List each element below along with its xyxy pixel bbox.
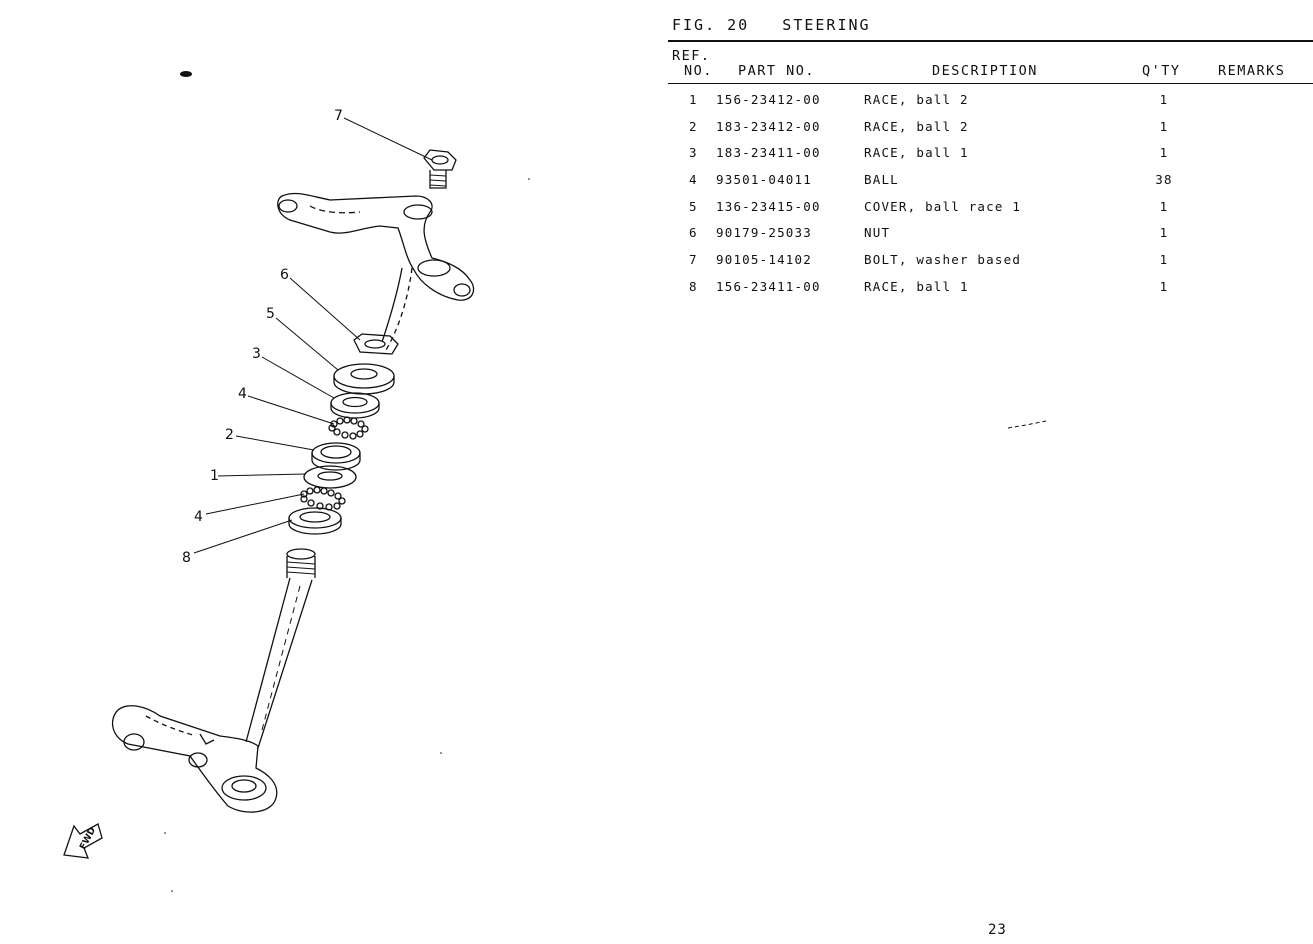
description: RACE, ball 1: [864, 145, 969, 161]
header-remarks: REMARKS: [1218, 63, 1286, 79]
part-number: 183-23411-00: [716, 145, 821, 161]
upper-bracket-hole: [278, 199, 298, 213]
callout-5: 5: [266, 306, 275, 322]
ref-number: 4: [689, 172, 698, 188]
callout-7: 7: [334, 108, 343, 124]
part-number: 156-23411-00: [716, 278, 821, 294]
quantity: 1: [1159, 198, 1169, 214]
header-rule: [668, 83, 1313, 84]
description: NUT: [864, 225, 891, 241]
ref-number: 5: [689, 198, 698, 214]
part-number: 183-23412-00: [716, 118, 821, 134]
part-number: 90105-14102: [716, 252, 812, 268]
ref-number: 8: [689, 278, 698, 294]
table-row: 1 156-23412-00 RACE, ball 2 1: [668, 88, 1313, 115]
ref-number: 2: [689, 118, 698, 134]
quantity: 1: [1159, 92, 1169, 107]
header-qty: Q'TY: [1142, 63, 1181, 79]
table-row: 2 183-23412-00 RACE, ball 2 1: [668, 115, 1313, 142]
callout-4-upper: 4: [238, 386, 247, 402]
scan-mark: [1007, 420, 1047, 429]
cover: [333, 363, 395, 395]
callout-4-lower: 4: [194, 509, 203, 525]
description: BALL: [864, 172, 899, 188]
leader-lines: [193, 117, 433, 554]
callout-8: 8: [182, 550, 191, 566]
title-rule: [668, 40, 1313, 42]
table-row: 5 136-23415-00 COVER, ball race 1 1: [668, 195, 1313, 222]
parts-table: 1 156-23412-00 RACE, ball 2 1 2 183-2341…: [668, 88, 1313, 302]
lower-bracket: [111, 705, 278, 813]
quantity: 1: [1159, 225, 1169, 241]
part-number: 90179-25033: [716, 225, 812, 241]
description: COVER, ball race 1: [864, 198, 1022, 214]
quantity: 1: [1159, 145, 1169, 161]
description: RACE, ball 2: [864, 92, 969, 107]
steering-stem: [245, 548, 316, 749]
callout-2: 2: [225, 427, 234, 443]
table-row: 3 183-23411-00 RACE, ball 1 1: [668, 141, 1313, 168]
fwd-label: FWD: [78, 826, 98, 851]
quantity: 1: [1159, 278, 1169, 294]
fwd-arrow-icon: [63, 823, 103, 859]
part-number: 136-23415-00: [716, 198, 821, 214]
header-ref-line1: REF.: [672, 48, 711, 64]
race: [303, 465, 357, 489]
ref-number: 7: [689, 252, 698, 268]
ball-ring: [328, 416, 369, 440]
ref-number: 1: [689, 92, 698, 107]
upper-bracket-hole: [403, 204, 433, 220]
ball-ring: [300, 486, 346, 511]
table-row: 7 90105-14102 BOLT, washer based 1: [668, 248, 1313, 275]
upper-bracket-hole: [453, 283, 471, 297]
race: [311, 442, 361, 471]
part-number: 156-23412-00: [716, 92, 821, 107]
page-number: 23: [988, 922, 1007, 938]
race: [330, 392, 380, 419]
callout-3: 3: [252, 346, 261, 362]
table-row: 6 90179-25033 NUT 1: [668, 221, 1313, 248]
ref-number: 6: [689, 225, 698, 241]
header-description: DESCRIPTION: [932, 63, 1038, 79]
quantity: 1: [1159, 118, 1169, 134]
upper-bracket-hole: [417, 259, 451, 277]
upper-bracket: [277, 192, 475, 301]
header-part-no: PART NO.: [738, 63, 816, 79]
quantity: 1: [1159, 252, 1169, 268]
scan-speck: [164, 71, 530, 892]
race: [288, 507, 342, 535]
bolt: [423, 149, 457, 189]
description: RACE, ball 2: [864, 118, 969, 134]
header-ref-line2: NO.: [684, 63, 713, 79]
table-row: 8 156-23411-00 RACE, ball 1 1: [668, 275, 1313, 302]
description: BOLT, washer based: [864, 252, 1022, 268]
part-number: 93501-04011: [716, 172, 812, 188]
nut: [353, 333, 399, 355]
description: RACE, ball 1: [864, 278, 969, 294]
table-row: 4 93501-04011 BALL 38: [668, 168, 1313, 195]
steering-exploded-diagram: 7 6 5 3 4 2 1 4 8 FWD: [63, 71, 530, 892]
quantity: 38: [1155, 172, 1173, 188]
callout-6: 6: [280, 267, 289, 283]
callout-1: 1: [210, 468, 219, 484]
ref-number: 3: [689, 145, 698, 161]
figure-title: FIG. 20 STEERING: [672, 16, 871, 34]
